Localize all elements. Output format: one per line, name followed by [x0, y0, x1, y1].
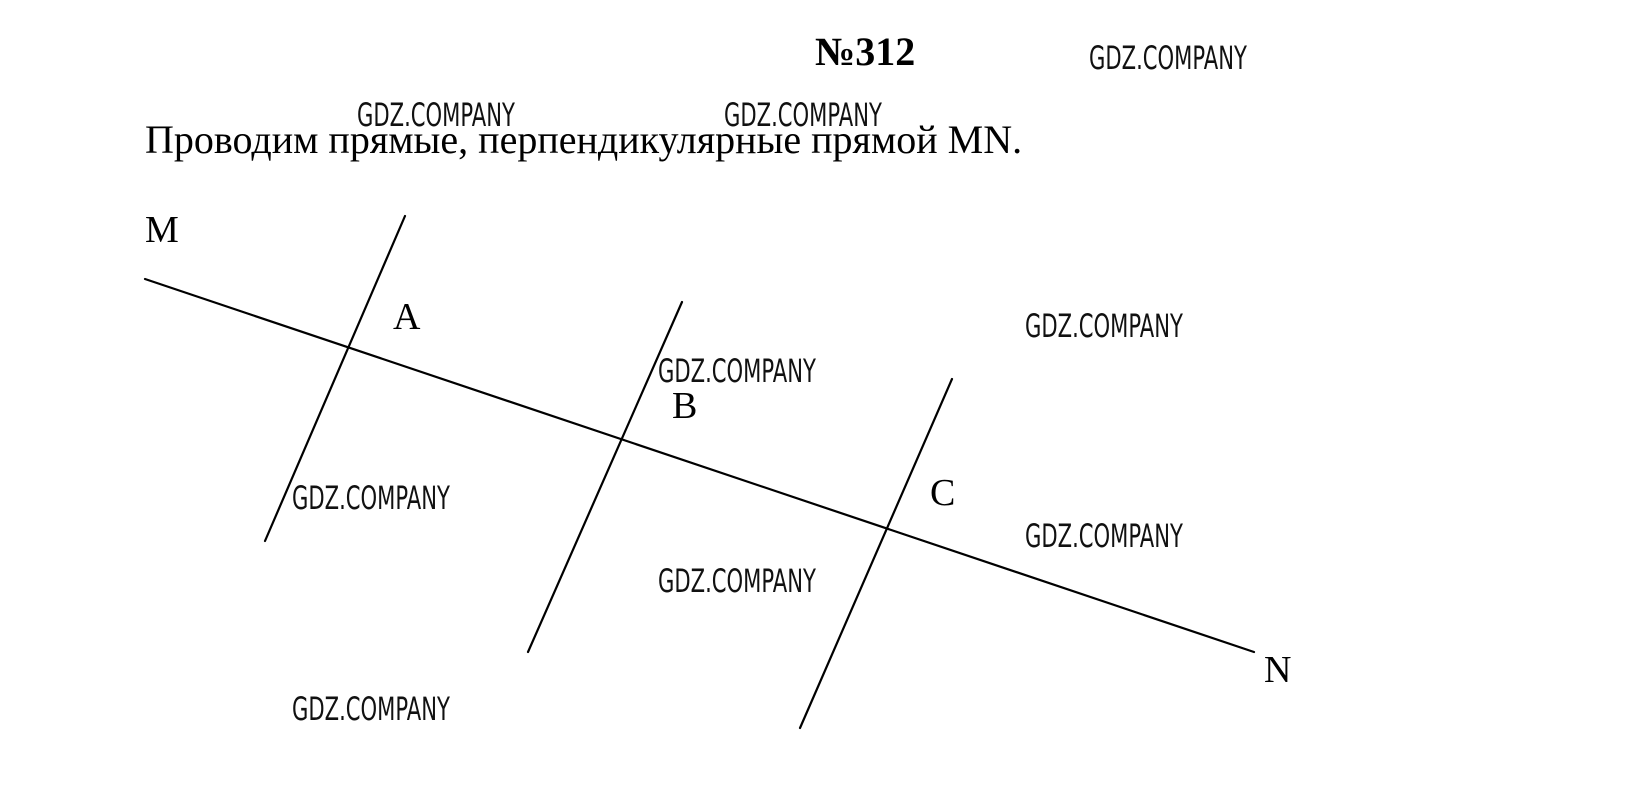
problem-number: №312: [815, 29, 916, 74]
point-label-b: B: [672, 385, 698, 427]
problem-statement: Проводим прямые, перпендикулярные прямой…: [145, 117, 1023, 162]
perpendicular-through-c: [798, 377, 954, 730]
point-label-n: N: [1264, 649, 1292, 691]
line-mn: [143, 277, 1256, 654]
point-label-a: A: [393, 296, 421, 338]
point-label-m: M: [145, 209, 179, 251]
point-label-c: C: [930, 472, 956, 514]
perpendicular-through-b: [526, 300, 684, 654]
perpendicular-through-a: [263, 214, 407, 543]
